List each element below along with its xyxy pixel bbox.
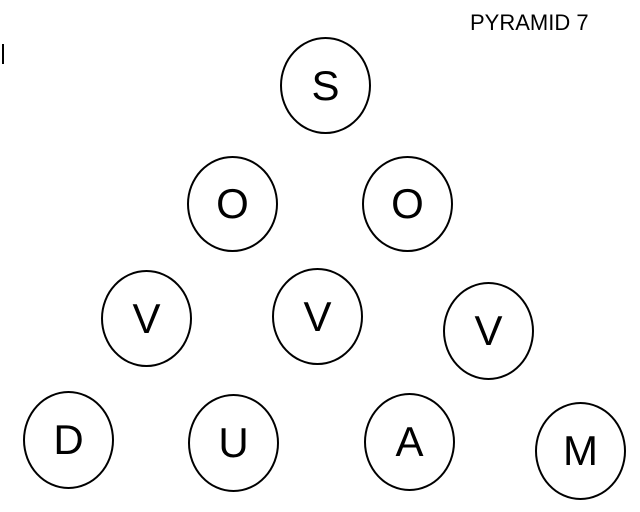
pyramid-cell-r4-c3[interactable]: A xyxy=(364,393,455,491)
edge-mark xyxy=(2,44,4,64)
pyramid-cell-r3-c2[interactable]: V xyxy=(272,268,363,365)
pyramid-cell-r3-c1[interactable]: V xyxy=(101,270,192,367)
cell-letter: D xyxy=(53,416,84,463)
cell-letter: V xyxy=(474,307,503,354)
cell-letter: A xyxy=(395,418,424,465)
pyramid-cell-r1-c1[interactable]: S xyxy=(280,37,371,134)
cell-letter: M xyxy=(563,427,598,474)
pyramid-cell-r3-c3[interactable]: V xyxy=(443,282,534,380)
pyramid-cell-r2-c1[interactable]: O xyxy=(187,156,278,252)
cell-letter: S xyxy=(311,61,340,109)
cell-letter: U xyxy=(218,419,249,466)
puzzle-title: PYRAMID 7 xyxy=(470,10,589,35)
pyramid-cell-r4-c2[interactable]: U xyxy=(188,394,279,492)
pyramid-cell-r4-c4[interactable]: M xyxy=(535,402,626,500)
pyramid-cell-r4-c1[interactable]: D xyxy=(23,391,114,489)
cell-letter: V xyxy=(303,292,332,340)
pyramid-cell-r2-c2[interactable]: O xyxy=(362,156,453,252)
cell-letter: O xyxy=(391,180,424,227)
cell-letter: O xyxy=(216,180,249,227)
cell-letter: V xyxy=(132,294,161,342)
